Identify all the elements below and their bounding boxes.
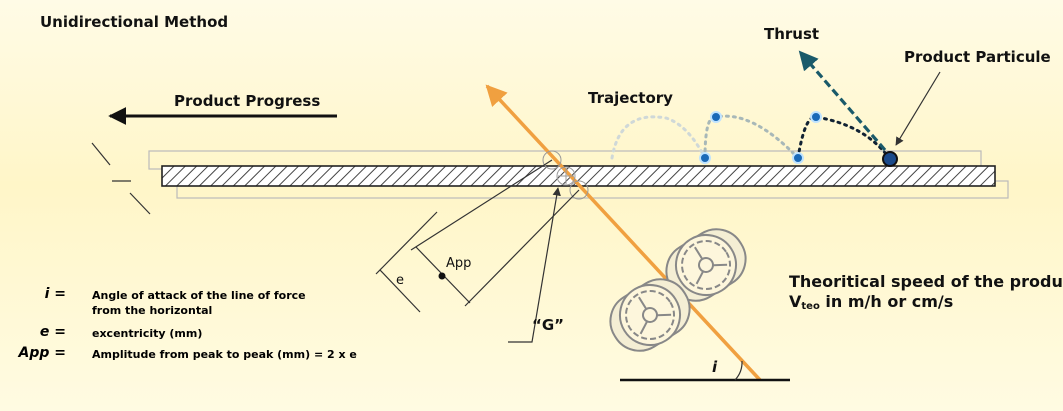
legend-def-i-line1: Angle of attack of the line of force — [92, 289, 306, 302]
amplitude-center-dot — [438, 272, 446, 280]
speed-label-line2: Vteo in m/h or cm/s — [789, 292, 953, 312]
legend-symbol-e: e = — [39, 324, 66, 340]
legend-symbol-i: i = — [44, 286, 66, 302]
trajectory-label: Trajectory — [588, 89, 673, 107]
thrust-label: Thrust — [764, 25, 820, 43]
product-particle — [882, 151, 898, 167]
vibration-motors — [609, 228, 747, 352]
product-progress-label: Product Progress — [174, 92, 321, 110]
oscillation-indicator — [91, 142, 151, 215]
legend-def-e: excentricity (mm) — [92, 327, 203, 340]
particle-positions — [699, 111, 822, 164]
speed-subscript: teo — [801, 301, 820, 312]
e-label: e — [396, 273, 404, 288]
thrust-arrow — [798, 50, 887, 152]
trajectory-path — [610, 114, 891, 160]
speed-unit: in m/h or cm/s — [819, 292, 954, 311]
diagram-title: Unidirectional Method — [40, 13, 229, 31]
g-label: “G” — [532, 316, 565, 334]
center-of-gravity-marker — [542, 150, 589, 200]
speed-label-line1: Theoritical speed of the product — [789, 272, 1063, 291]
force-line-arrow — [485, 84, 762, 382]
product-particule-label: Product Particule — [904, 48, 1051, 66]
amplitude-dimension — [375, 159, 580, 313]
particle-callout-line — [895, 71, 941, 146]
speed-symbol: V — [789, 292, 802, 311]
angle-i-label: i — [712, 358, 718, 376]
legend-symbol-app: App = — [18, 345, 66, 361]
legend-def-i-line2: from the horizontal — [92, 304, 213, 317]
app-label: App — [446, 256, 472, 271]
legend-def-app: Amplitude from peak to peak (mm) = 2 x e — [92, 348, 357, 361]
g-callout-line — [508, 187, 561, 343]
angle-arc — [734, 360, 743, 381]
